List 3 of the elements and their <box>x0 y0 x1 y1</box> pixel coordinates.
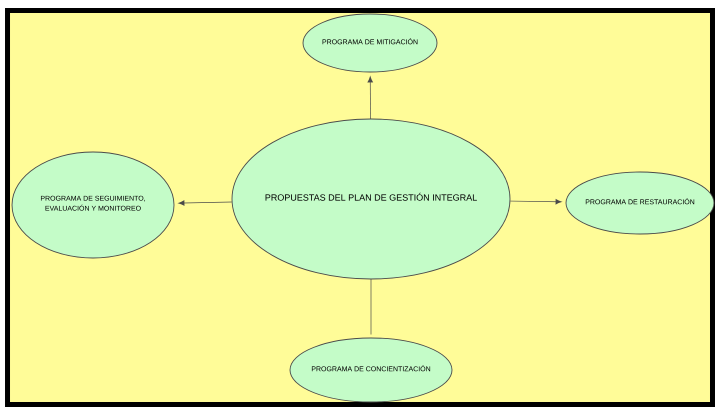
arrow <box>368 76 373 119</box>
arrow <box>178 200 232 206</box>
arrow <box>510 199 562 204</box>
